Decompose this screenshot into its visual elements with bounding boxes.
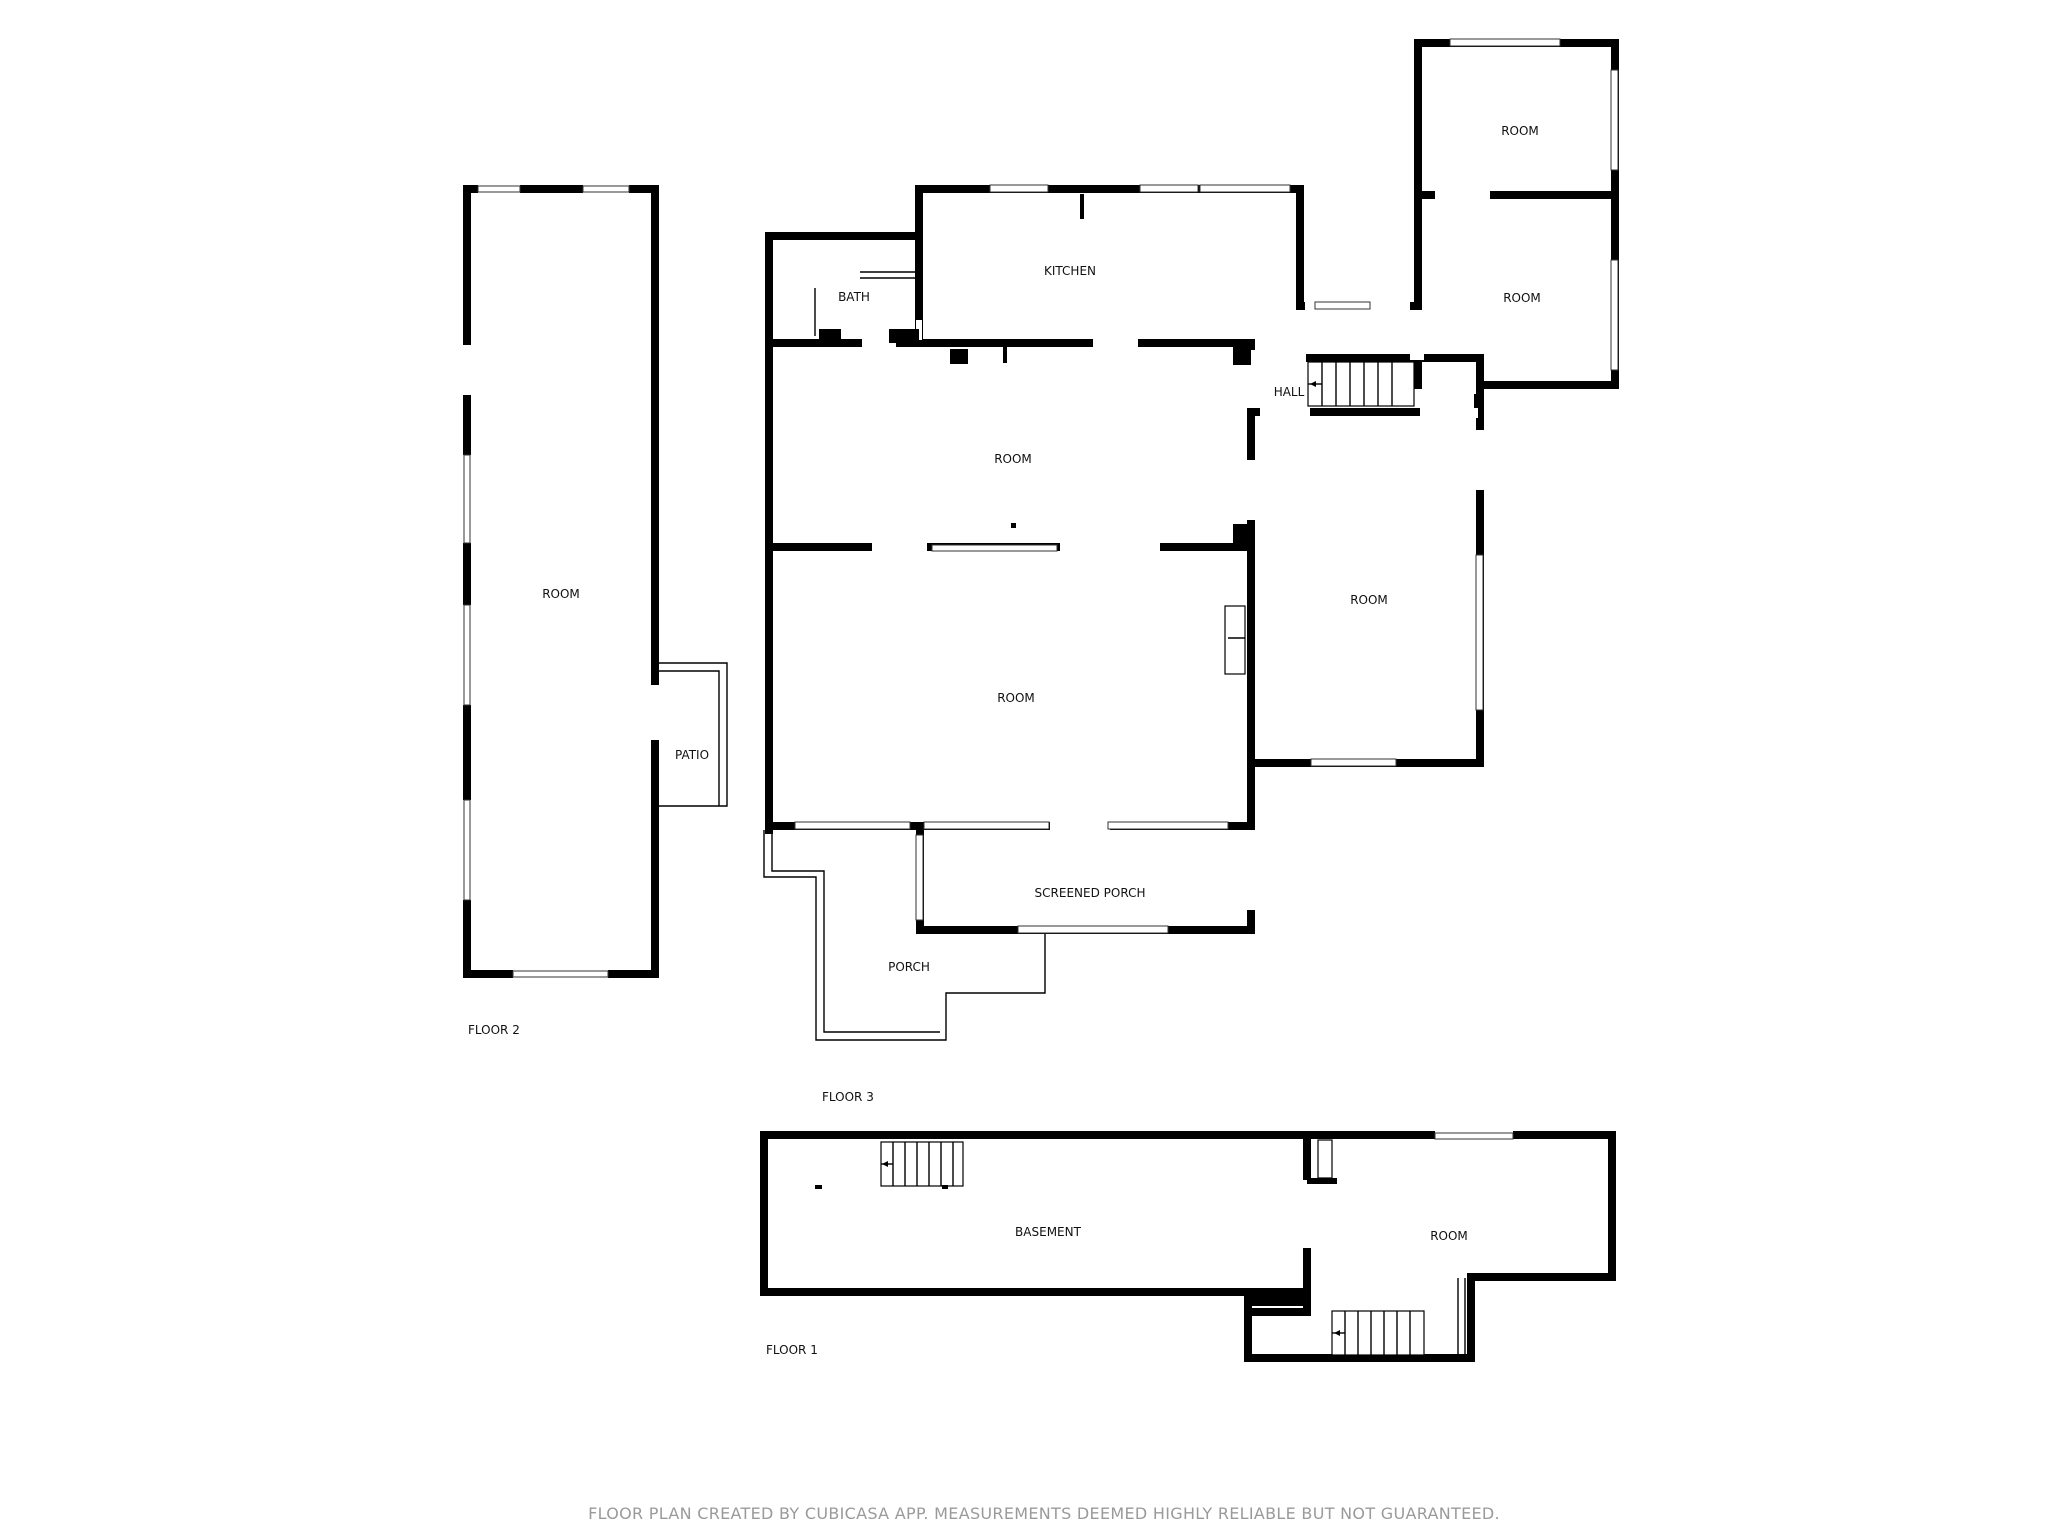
floor-1-plan [760,1131,1616,1362]
window [582,185,630,193]
hall-stairs [1307,361,1415,407]
room-label-room-large: ROOM [997,691,1035,705]
room-label-floor2-room: ROOM [542,587,580,601]
window [1610,69,1619,171]
footer-disclaimer: FLOOR PLAN CREATED BY CUBICASA APP. MEAS… [588,1504,1500,1523]
window [915,834,924,921]
lower-stairs [1331,1310,1425,1356]
window [1610,259,1619,371]
room-label-kitchen: KITCHEN [1044,264,1096,278]
room-label-patio: PATIO [675,748,709,762]
floor-3-plan [763,38,1619,1041]
window [989,184,1049,193]
room-label-porch: PORCH [888,960,930,974]
window [1107,821,1229,830]
window [923,821,1050,830]
window [463,799,471,901]
window [794,821,911,830]
window [1199,184,1291,193]
room-label-room-right: ROOM [1350,593,1388,607]
window [931,544,1058,552]
window [1314,301,1371,310]
room-label-room-mid-right: ROOM [1503,291,1541,305]
room-label-room-top-right: ROOM [1501,124,1539,138]
window [463,604,471,706]
room-label-screened-porch: SCREENED PORCH [1035,886,1146,900]
room-label-room-upper: ROOM [994,452,1032,466]
window [1434,1132,1514,1140]
basement-stairs [880,1141,964,1187]
floor-2-plan [462,184,728,979]
window [512,970,609,978]
room-label-basement-room: ROOM [1430,1229,1468,1243]
room-label-basement: BASEMENT [1015,1225,1082,1239]
window [1017,925,1169,934]
window [1475,554,1484,711]
floor-2-room-walls [463,185,659,978]
window [1139,184,1199,193]
window [1310,758,1397,767]
window [463,454,471,544]
window [477,185,521,193]
patio-outline [659,662,728,807]
porch-outline [763,830,1046,1041]
floor-label-3: FLOOR 3 [822,1090,874,1104]
floor-label-2: FLOOR 2 [468,1023,520,1037]
window [1449,38,1561,47]
room-label-hall: HALL [1274,385,1305,399]
floor-label-1: FLOOR 1 [766,1343,818,1357]
room-label-bath: BATH [838,290,870,304]
